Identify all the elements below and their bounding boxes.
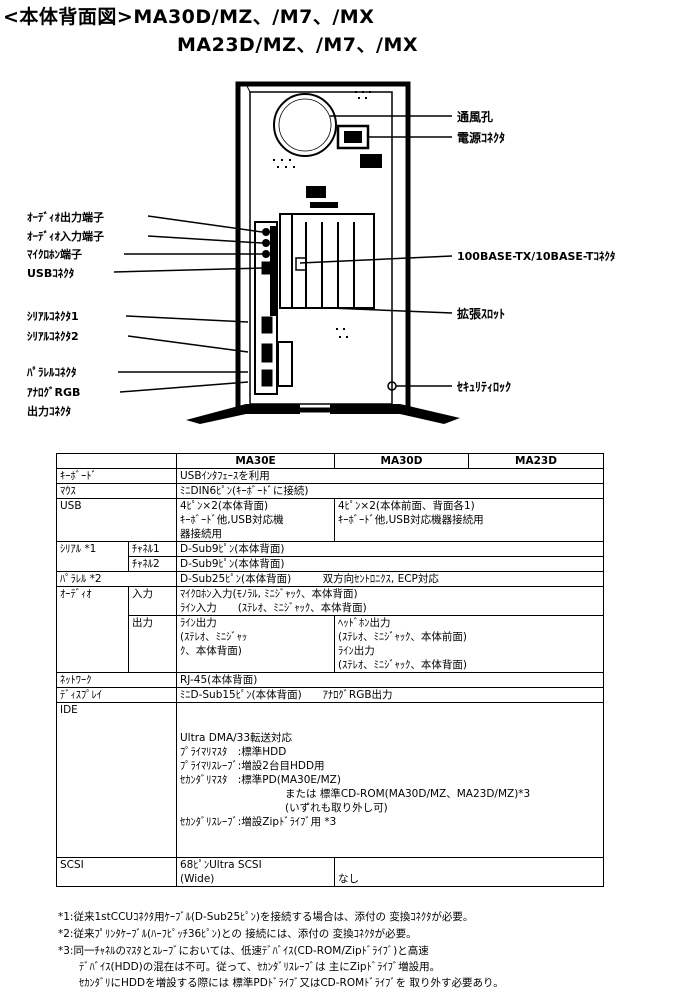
parallel-port <box>277 341 293 387</box>
row-label: ﾈｯﾄﾜｰｸ <box>56 672 177 688</box>
sub-label: 出力 <box>128 615 177 673</box>
row-label: ﾊﾟﾗﾚﾙ *2 <box>56 571 177 587</box>
footnote-3-cont2: ｾｶﾝﾀﾞﾘにHDDを増設する際には 標準PDﾄﾞﾗｲﾌﾞ又はCD-ROMﾄﾞﾗ… <box>58 977 504 989</box>
row-label: ﾏｳｽ <box>56 483 177 499</box>
table-row: ﾁｬﾈﾙ2 D-Sub9ﾋﾟﾝ(本体背面) <box>57 556 604 572</box>
sub-label: ﾁｬﾈﾙ1 <box>128 541 177 557</box>
table-row: USB 4ﾋﾟﾝ×2(本体背面)ｷｰﾎﾞｰﾄﾞ他,USB対応機器接続用 4ﾋﾟﾝ… <box>56 498 604 542</box>
row-label: ｵｰﾃﾞｨｵ <box>56 586 129 673</box>
label-parallel: ﾊﾟﾗﾚﾙｺﾈｸﾀ <box>26 365 77 379</box>
cell-value: なし <box>334 857 604 887</box>
col-ma30d: MA30D <box>334 453 469 469</box>
sub-label: ﾁｬﾈﾙ2 <box>128 556 177 572</box>
cell-value: 68ﾋﾟﾝUltra SCSI(Wide) <box>176 857 335 887</box>
switch-block <box>306 186 326 198</box>
cell-value: ﾍｯﾄﾞﾎﾝ出力(ｽﾃﾚｵ、ﾐﾆｼﾞｬｯｸ、本体前面)ﾗｲﾝ出力(ｽﾃﾚｵ、ﾐﾆ… <box>334 615 604 673</box>
table-row: SCSI 68ﾋﾟﾝUltra SCSI(Wide) なし <box>56 857 604 887</box>
table-row: ﾈｯﾄﾜｰｸ RJ-45(本体背面) <box>56 672 604 688</box>
label-mic: ﾏｲｸﾛﾎﾝ端子 <box>27 247 82 261</box>
cell-value: D-Sub25ﾋﾟﾝ(本体背面) 双方向ｾﾝﾄﾛﾆｸｽ, ECP対応 <box>176 571 604 587</box>
footnote-1: *1:従来1stCCUｺﾈｸﾀ用ｹｰﾌﾞﾙ(D-Sub25ﾋﾟﾝ)を接続する場合… <box>58 911 474 923</box>
table-row: 出力 ﾗｲﾝ出力(ｽﾃﾚｵ、ﾐﾆｼﾞｬｯｸ、本体背面) ﾍｯﾄﾞﾎﾝ出力(ｽﾃﾚ… <box>57 615 604 673</box>
cell-value: ﾐﾆD-Sub15ﾋﾟﾝ(本体背面) ｱﾅﾛｸﾞRGB出力 <box>176 687 604 703</box>
row-label: ﾃﾞｨｽﾌﾟﾚｲ <box>56 687 177 703</box>
ventilation-fan <box>273 93 337 157</box>
expansion-slots <box>279 213 375 309</box>
row-label: USB <box>56 498 177 542</box>
label-usb: USBｺﾈｸﾀ <box>27 267 75 280</box>
table-row: ｼﾘｱﾙ *1 ﾁｬﾈﾙ1 D-Sub9ﾋﾟﾝ(本体背面) <box>56 541 604 572</box>
row-label: SCSI <box>56 857 177 887</box>
cell-value: RJ-45(本体背面) <box>176 672 604 688</box>
footnote-3-cont: ﾃﾞﾊﾞｲｽ(HDD)の混在は不可。従って、ｾｶﾝﾀﾞﾘｽﾚｰﾌﾞは 主にZip… <box>58 961 441 973</box>
table-row: ﾊﾟﾗﾚﾙ *2 D-Sub25ﾋﾟﾝ(本体背面) 双方向ｾﾝﾄﾛﾆｸｽ, EC… <box>56 571 604 587</box>
table-row: ﾏｳｽ ﾐﾆDIN6ﾋﾟﾝ(ｷｰﾎﾞｰﾄﾞに接続) <box>56 483 604 499</box>
cell-value: ﾗｲﾝ出力(ｽﾃﾚｵ、ﾐﾆｼﾞｬｯｸ、本体背面) <box>176 615 335 673</box>
label-vent: 通風孔 <box>457 109 493 124</box>
label-audio-in: ｵｰﾃﾞｨｵ入力端子 <box>27 229 104 243</box>
table-row: ﾃﾞｨｽﾌﾟﾚｲ ﾐﾆD-Sub15ﾋﾟﾝ(本体背面) ｱﾅﾛｸﾞRGB出力 <box>56 687 604 703</box>
cell-value: 4ﾋﾟﾝ×2(本体前面、背面各1)ｷｰﾎﾞｰﾄﾞ他,USB対応機器接続用 <box>334 498 604 542</box>
label-serial1: ｼﾘｱﾙｺﾈｸﾀ1 <box>27 310 79 323</box>
stand-feet <box>186 404 460 424</box>
label-slots: 拡張ｽﾛｯﾄ <box>457 306 505 321</box>
cell-value: ﾐﾆDIN6ﾋﾟﾝ(ｷｰﾎﾞｰﾄﾞに接続) <box>176 483 604 499</box>
chassis <box>235 81 411 413</box>
cell-value: D-Sub9ﾋﾟﾝ(本体背面) <box>176 541 604 557</box>
table-row: ｵｰﾃﾞｨｵ 入力 ﾏｲｸﾛﾎﾝ入力(ﾓﾉﾗﾙ, ﾐﾆｼﾞｬｯｸ、本体背面)ﾗｲ… <box>56 586 604 673</box>
cell-value: 4ﾋﾟﾝ×2(本体背面)ｷｰﾎﾞｰﾄﾞ他,USB対応機器接続用 <box>176 498 335 542</box>
table-row: ｷｰﾎﾞｰﾄﾞ USBｲﾝﾀﾌｪｰｽを利用 <box>56 468 604 484</box>
col-ma30e: MA30E <box>176 453 335 469</box>
label-power: 電源ｺﾈｸﾀ <box>457 130 505 145</box>
sub-label: 入力 <box>128 586 177 616</box>
cell-value: ﾏｲｸﾛﾎﾝ入力(ﾓﾉﾗﾙ, ﾐﾆｼﾞｬｯｸ、本体背面)ﾗｲﾝ入力 (ｽﾃﾚｵ、… <box>176 586 604 616</box>
rear-panel-diagram: ｵｰﾃﾞｨｵ出力端子 ｵｰﾃﾞｨｵ入力端子 ﾏｲｸﾛﾎﾝ端子 USBｺﾈｸﾀ ｼ… <box>26 81 616 424</box>
label-rgb: ｱﾅﾛｸﾞRGB <box>27 385 80 399</box>
page-subtitle: MA23D/MZ、/M7、/MX <box>177 34 419 56</box>
spec-table: MA30E MA30D MA23D ｷｰﾎﾞｰﾄﾞ USBｲﾝﾀﾌｪｰｽを利用 … <box>56 453 604 887</box>
cell-value: D-Sub9ﾋﾟﾝ(本体背面) <box>176 556 604 572</box>
cell-value: USBｲﾝﾀﾌｪｰｽを利用 <box>176 468 604 484</box>
label-rgb-out: 出力ｺﾈｸﾀ <box>27 404 71 418</box>
power-connector <box>336 124 382 168</box>
col-ma23d: MA23D <box>468 453 604 469</box>
leader-lines <box>113 115 453 393</box>
footnote-2: *2:従来ﾌﾟﾘﾝﾀｹｰﾌﾞﾙ(ﾊｰﾌﾋﾟｯﾁ36ﾋﾟﾝ)との 接続には、添付の… <box>58 928 417 940</box>
footnote-3: *3:同一ﾁｬﾈﾙのﾏｽﾀとｽﾚｰﾌﾞにおいては、低速ﾃﾞﾊﾞｲｽ(CD-ROM… <box>58 945 429 957</box>
label-serial2: ｼﾘｱﾙｺﾈｸﾀ2 <box>27 330 79 343</box>
label-audio-out: ｵｰﾃﾞｨｵ出力端子 <box>27 210 104 224</box>
label-security: ｾｷｭﾘﾃｨﾛｯｸ <box>456 380 511 394</box>
table-header-row: MA30E MA30D MA23D <box>56 453 604 469</box>
vent-dots <box>273 91 371 338</box>
row-label: ｷｰﾎﾞｰﾄﾞ <box>56 468 177 484</box>
page-title: <本体背面図>MA30D/MZ、/M7、/MX <box>3 6 375 28</box>
label-lan: 100BASE-TX/10BASE-Tｺﾈｸﾀ <box>457 250 616 263</box>
row-label: IDE <box>56 702 177 858</box>
row-label: ｼﾘｱﾙ *1 <box>56 541 129 572</box>
